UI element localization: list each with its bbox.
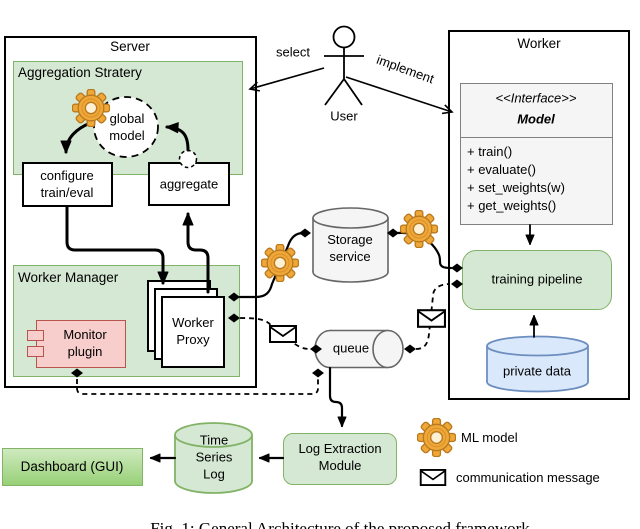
interface-name: Model: [517, 111, 555, 127]
storage-service-label: Storage service: [327, 232, 373, 264]
interface-model-class-box: [460, 83, 613, 225]
envelope-icon-left: [269, 325, 297, 343]
user-label: User: [330, 108, 358, 124]
link-storage-gear-pipeline: [396, 231, 453, 270]
line-implement: [345, 76, 454, 115]
training-pipeline-box: [462, 250, 612, 310]
aggregation-strategy-title: Aggregation Stratery: [18, 65, 142, 80]
method-set-weights: + set_weights(w): [467, 180, 565, 196]
time-series-log-label: Time Series Log: [195, 432, 233, 482]
component-tab-top: [27, 330, 44, 341]
user-actor-figure: [324, 25, 364, 106]
interface-class-divider: [460, 137, 613, 138]
figure-caption: Fig. 1: General Architecture of the prop…: [150, 519, 530, 529]
configure-train-eval-label: configure train/eval: [40, 168, 94, 200]
legend-communication-label: communication message: [456, 470, 600, 486]
select-label: select: [276, 44, 310, 60]
queue-label: queue: [332, 340, 370, 356]
private-data-label: private data: [503, 363, 571, 379]
worker-manager-title: Worker Manager: [18, 270, 119, 285]
method-get-weights: + get_weights(): [467, 198, 557, 214]
gear-icon-storage-right: [400, 210, 438, 248]
monitor-plugin-label: Monitor plugin: [63, 327, 107, 359]
method-train: + train(): [467, 144, 513, 160]
line-select: [248, 67, 325, 92]
server-title: Server: [110, 39, 150, 55]
worker-title: Worker: [517, 36, 561, 52]
worker-proxy-box-front: [161, 296, 225, 368]
dashed-queue-envelope-pipeline: [415, 283, 451, 350]
gear-icon-legend: [417, 418, 456, 457]
envelope-icon-right: [417, 309, 446, 328]
log-extraction-label: Log Extraction Module: [298, 441, 382, 473]
monitor-plugin-box: [36, 320, 126, 368]
arrow-queue-to-logextraction: [328, 366, 347, 428]
worker-proxy-label: Worker Proxy: [172, 315, 214, 347]
gear-icon-storage-left: [261, 244, 299, 282]
aggregate-label: aggregate: [159, 176, 219, 192]
training-pipeline-label: training pipeline: [491, 271, 583, 287]
configure-train-eval-box: [22, 162, 113, 207]
interface-stereotype: <<Interface>>: [495, 90, 577, 106]
implement-label: implement: [374, 51, 437, 87]
dashboard-box: [2, 448, 143, 486]
dashboard-label: Dashboard (GUI): [20, 459, 124, 475]
component-tab-bottom: [27, 346, 44, 357]
global-model-label: global model: [109, 111, 145, 143]
envelope-icon-legend: [419, 469, 447, 486]
aggregate-box: [148, 162, 230, 206]
method-evaluate: + evaluate(): [467, 162, 537, 178]
legend-ml-model-label: ML model: [461, 430, 518, 446]
